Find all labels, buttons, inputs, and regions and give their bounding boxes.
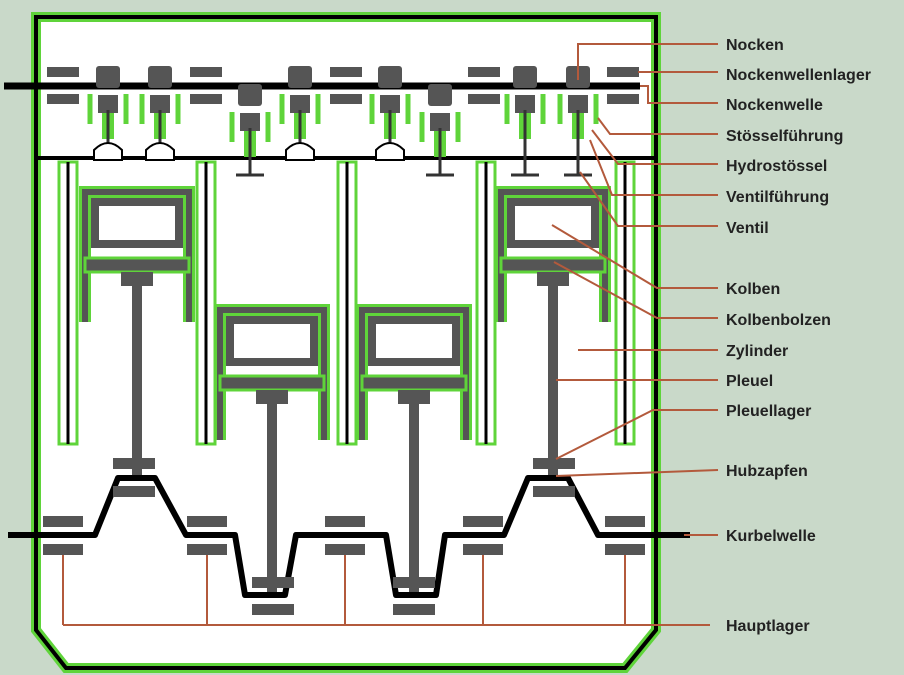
valve-assembly	[229, 84, 271, 177]
piston-boss	[256, 390, 288, 404]
tappet-guide	[504, 94, 546, 124]
label-hydrostoessel: Hydrostössel	[726, 158, 827, 175]
piston-boss	[121, 272, 153, 286]
crankshaft	[8, 458, 710, 626]
piston-crown	[368, 316, 460, 366]
label-ventil: Ventil	[726, 220, 769, 237]
piston-crown	[91, 198, 183, 248]
label-hauptlager: Hauptlager	[726, 618, 810, 635]
piston-pin	[83, 256, 191, 274]
cam	[378, 66, 402, 88]
tappet-guide	[369, 94, 411, 124]
label-zylinder: Zylinder	[726, 343, 788, 360]
hydraulic-tappet	[515, 95, 535, 113]
valve-assembly	[279, 66, 321, 161]
hydraulic-tappet	[290, 95, 310, 113]
valve-train	[87, 66, 599, 177]
piston-pin	[360, 374, 468, 392]
piston-crown	[226, 316, 318, 366]
cam	[238, 84, 262, 106]
label-hubzapfen: Hubzapfen	[726, 463, 808, 480]
valve-assembly	[87, 66, 129, 161]
label-nockenwellenlager: Nockenwellenlager	[726, 67, 871, 84]
cylinder-walls	[57, 160, 636, 446]
tappet-guide	[139, 94, 181, 124]
valve-head	[93, 142, 123, 161]
labels: Nocken Nockenwellenlager Nockenwelle Stö…	[726, 37, 871, 635]
connecting-rod	[548, 282, 558, 478]
piston-boss	[537, 272, 569, 286]
cam	[288, 66, 312, 88]
cam	[428, 84, 452, 106]
hydraulic-tappet	[98, 95, 118, 113]
valve-assembly	[419, 84, 461, 177]
hydraulic-tappet	[430, 113, 450, 131]
valve-head	[145, 142, 175, 161]
valve-assembly	[139, 66, 181, 161]
cam	[513, 66, 537, 88]
piston-pin	[218, 374, 326, 392]
label-pleuel: Pleuel	[726, 373, 773, 390]
label-nocken: Nocken	[726, 37, 784, 54]
label-kurbelwelle: Kurbelwelle	[726, 528, 816, 545]
piston-assembly	[356, 304, 472, 596]
piston-crown	[507, 198, 599, 248]
piston-assembly	[214, 304, 330, 596]
label-stoesselfuehrung: Stösselführung	[726, 128, 843, 145]
connecting-rod	[267, 400, 277, 596]
label-pleuellager: Pleuellager	[726, 403, 811, 420]
label-kolben: Kolben	[726, 281, 780, 298]
leader-lines	[551, 43, 719, 536]
tappet-guide	[229, 112, 271, 142]
cam	[96, 66, 120, 88]
piston-boss	[398, 390, 430, 404]
label-ventilfuehrung: Ventilführung	[726, 189, 829, 206]
hydraulic-tappet	[568, 95, 588, 113]
piston-pin	[499, 256, 607, 274]
tappet-guide	[87, 94, 129, 124]
label-nockenwelle: Nockenwelle	[726, 97, 823, 114]
tappet-guide	[419, 112, 461, 142]
hydraulic-tappet	[380, 95, 400, 113]
piston-assembly	[79, 186, 195, 478]
tappet-guide	[279, 94, 321, 124]
hydraulic-tappet	[150, 95, 170, 113]
valve-assembly	[557, 66, 599, 177]
label-kolbenbolzen: Kolbenbolzen	[726, 312, 831, 329]
connecting-rod	[409, 400, 419, 596]
hydraulic-tappet	[240, 113, 260, 131]
valve-head	[285, 142, 315, 161]
connecting-rod	[132, 282, 142, 478]
valve-assembly	[369, 66, 411, 161]
tappet-guide	[557, 94, 599, 124]
valve-head	[375, 142, 405, 161]
valve-assembly	[504, 66, 546, 177]
cam	[148, 66, 172, 88]
